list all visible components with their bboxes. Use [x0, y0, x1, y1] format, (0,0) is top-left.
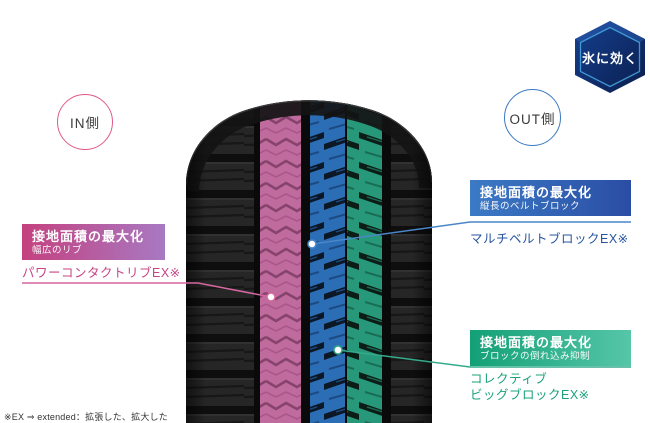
green-callout-title: 接地面積の最大化 [480, 335, 593, 350]
hexagon-icon [575, 21, 645, 93]
ice-badge: 氷に効く [572, 20, 648, 94]
blue-feature-name: マルチベルトブロックEX※ [470, 232, 629, 246]
center-groove [345, 100, 348, 423]
power-contact-rib-pink [260, 100, 301, 423]
out-side-marker: OUT側 [504, 89, 561, 146]
pink-callout-title: 接地面積の最大化 [32, 229, 145, 244]
green-feature-name: コレクティブ ビッグブロックEX※ [470, 371, 590, 403]
blue-callout-box: 接地面積の最大化 縦長のベルトブロック [470, 180, 631, 216]
ice-badge-label: 氷に効く [581, 50, 638, 66]
pink-callout-box: 接地面積の最大化 幅広のリブ [22, 224, 165, 260]
pink-feature-name: パワーコンタクトリブEX※ [22, 266, 181, 280]
green-feature-name-line1: コレクティブ [470, 372, 548, 386]
tire-tread-illustration [186, 100, 432, 423]
in-side-label: IN側 [70, 116, 100, 131]
in-side-marker: IN側 [57, 94, 113, 150]
blue-callout-subtitle: 縦長のベルトブロック [480, 201, 581, 212]
green-callout-subtitle: ブロックの倒れ込み抑制 [480, 351, 591, 362]
blue-callout-title: 接地面積の最大化 [480, 185, 593, 200]
collective-big-block-green [347, 100, 382, 423]
green-feature-name-line2: ビッグブロックEX※ [470, 388, 590, 402]
green-callout-box: 接地面積の最大化 ブロックの倒れ込み抑制 [470, 330, 631, 366]
pink-callout-subtitle: 幅広のリブ [32, 245, 83, 256]
groove [301, 100, 310, 423]
out-side-label: OUT側 [509, 111, 556, 127]
groove [254, 100, 260, 423]
multi-belt-block-blue [310, 100, 345, 423]
groove [382, 100, 391, 423]
footnote: ※EX ⇒ extended：拡張した、拡大した [4, 412, 168, 422]
